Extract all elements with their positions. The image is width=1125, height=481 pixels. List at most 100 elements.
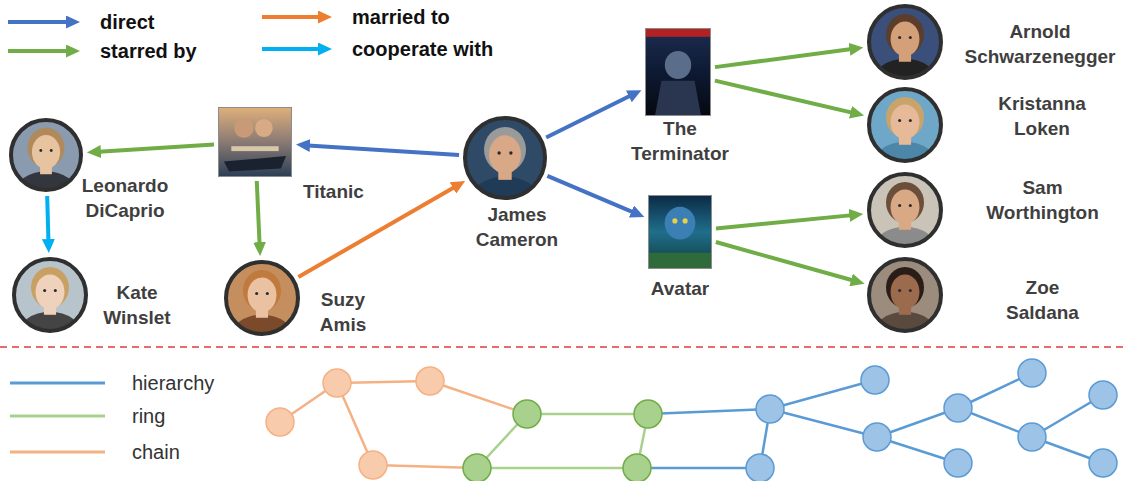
portrait-ring: [11, 120, 81, 190]
label-holder: Sam Worthington: [980, 176, 1105, 225]
hierarchy-line: [648, 409, 770, 414]
legend-item: hierarchy: [132, 371, 214, 395]
chain-line: [373, 465, 477, 468]
portrait-face: [36, 274, 65, 309]
legend-label: married to: [352, 5, 450, 29]
ring-dot: [463, 454, 491, 481]
portrait-face: [891, 104, 920, 139]
portrait-eye: [909, 119, 912, 122]
poster-figure-body: [655, 81, 701, 116]
structure-graph-edges: [280, 373, 1103, 468]
portrait-ring: [869, 6, 941, 78]
relation-arrow: [716, 215, 855, 229]
legend-item: ring: [132, 404, 165, 428]
hierarchy-dot: [746, 454, 774, 481]
node-label: James Cameron: [467, 203, 567, 252]
portrait-image: [9, 118, 83, 192]
person-node: Zoe Saldana: [867, 257, 943, 333]
poster-frame: [646, 29, 711, 116]
poster-background: [645, 28, 711, 116]
node-label: Sam Worthington: [980, 176, 1105, 225]
node-label: Suzy Amis: [313, 288, 373, 337]
poster-image: [645, 28, 711, 116]
label-holder: Kristanna Loken: [992, 92, 1092, 141]
person-node: Leonardo DiCaprio: [9, 118, 83, 192]
poster-eye: [672, 218, 677, 223]
hierarchy-dot: [1089, 449, 1117, 477]
portrait-image: [867, 4, 943, 80]
portrait-eye: [39, 149, 42, 152]
portrait-face: [891, 189, 920, 224]
poster-background: [648, 195, 712, 269]
portrait-eye: [898, 36, 901, 39]
label-holder: Avatar: [630, 277, 730, 302]
legend-item: chain: [132, 440, 180, 464]
portrait-eye: [50, 149, 53, 152]
label-holder: James Cameron: [467, 203, 567, 252]
label-holder: The Terminator: [625, 117, 735, 166]
node-label: Arnold Schwarzenegger: [960, 20, 1120, 69]
legend-item: cooperate with: [352, 37, 493, 61]
poster-forest: [648, 253, 712, 269]
label-holder: Arnold Schwarzenegger: [960, 20, 1120, 69]
legend-arrow: [8, 49, 72, 53]
hierarchy-dot: [756, 395, 784, 423]
portrait-eye: [497, 151, 500, 154]
person-node: Arnold Schwarzenegger: [867, 4, 943, 80]
portrait-eye: [54, 289, 57, 292]
portrait-shoulders: [230, 315, 294, 361]
structure-graph-dots: [266, 359, 1117, 481]
portrait-shoulders: [18, 312, 82, 358]
movie-node: Titanic: [218, 107, 292, 177]
legend-label: direct: [100, 10, 154, 34]
hierarchy-dot: [944, 394, 972, 422]
portrait: [9, 118, 83, 216]
portrait-eye: [898, 289, 901, 292]
portrait-image: [867, 257, 943, 333]
chain-dot: [266, 408, 294, 436]
person-node: Kate Winslet: [12, 257, 88, 333]
poster-figure-head: [665, 51, 691, 79]
label-holder: Titanic: [303, 180, 364, 205]
legend-label: ring: [132, 404, 165, 428]
portrait-eye: [909, 36, 912, 39]
portrait-face: [248, 277, 277, 312]
portrait-ring: [869, 89, 941, 161]
poster-title-band: [645, 28, 711, 37]
relation-arrow: [47, 196, 48, 245]
portrait-eye: [509, 151, 512, 154]
person-node: Suzy Amis: [224, 260, 300, 336]
movie-node: The Terminator: [645, 28, 711, 116]
chain-line: [430, 381, 527, 414]
poster-face: [255, 119, 273, 137]
portrait-image: [224, 260, 300, 336]
ring-dot: [634, 400, 662, 428]
portrait-ring: [869, 174, 941, 246]
portrait: [867, 257, 943, 357]
legend-label: cooperate with: [352, 37, 493, 61]
node-label: Titanic: [303, 180, 364, 205]
poster-ship: [224, 156, 286, 171]
chain-dot: [416, 367, 444, 395]
portrait-eye: [255, 292, 258, 295]
legend-arrow: [8, 20, 72, 24]
portrait-image: [463, 116, 547, 200]
legend-arrow: [262, 15, 324, 19]
hierarchy-line: [770, 380, 875, 409]
relation-arrow: [546, 94, 634, 138]
ring-line: [477, 467, 637, 470]
poster-title-band: [231, 146, 278, 151]
relation-arrow: [715, 81, 856, 114]
poster-face: [665, 207, 696, 240]
poster-frame: [219, 108, 292, 177]
legend-line: [10, 382, 105, 385]
legend-line: [10, 451, 105, 454]
hierarchy-dot: [1089, 381, 1117, 409]
hierarchy-dot: [863, 423, 891, 451]
poster-background: [218, 107, 292, 177]
legend-item: married to: [352, 5, 450, 29]
legend-label: chain: [132, 440, 180, 464]
portrait-face: [891, 21, 920, 56]
portrait-image: [867, 172, 943, 248]
label-holder: Leonardo DiCaprio: [75, 174, 175, 223]
